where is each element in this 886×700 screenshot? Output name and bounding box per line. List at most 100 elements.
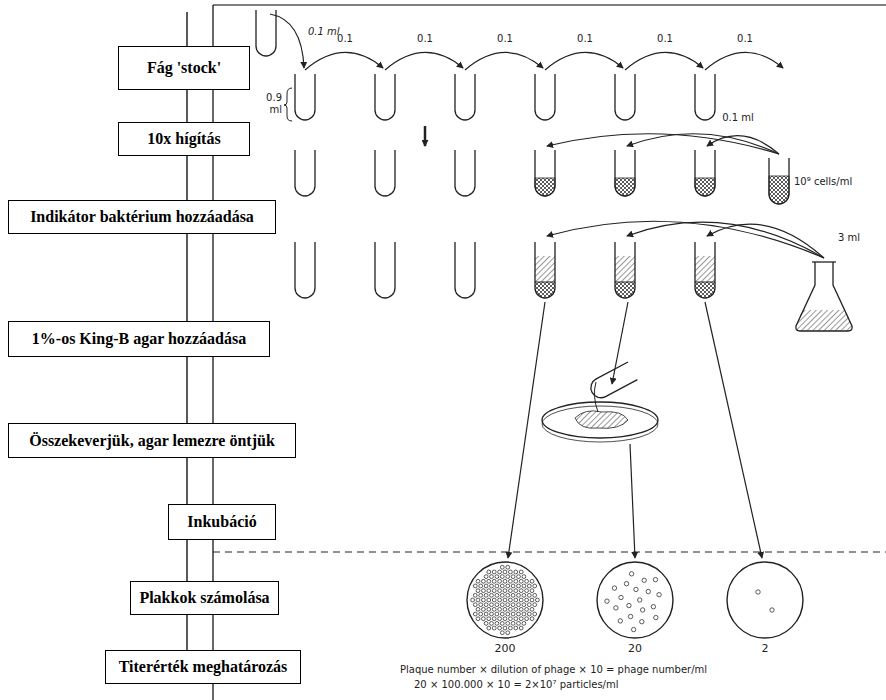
volume-label: 0.1: [737, 33, 753, 45]
volume-label: 0.1 ml: [308, 26, 340, 38]
plaque: [509, 598, 513, 602]
plaque: [490, 584, 494, 588]
plaque: [530, 607, 534, 611]
plaque: [490, 612, 494, 616]
plaque: [495, 593, 499, 597]
plaque: [503, 589, 507, 593]
flow-line: [186, 458, 187, 504]
plaque: [522, 612, 526, 616]
flow-line: [186, 156, 187, 200]
plaque: [484, 575, 488, 579]
plaque: [519, 617, 523, 621]
plaque: [479, 584, 483, 588]
plaque: [506, 631, 510, 635]
flow-line: [186, 357, 187, 423]
plaque: [514, 626, 518, 630]
plaque: [517, 584, 521, 588]
process-box: Összekeverjük, agar lemezre öntjük: [8, 423, 296, 458]
plaque: [487, 579, 491, 583]
step-text: Összekeverjük, agar lemezre öntjük: [29, 432, 275, 450]
plaque: [484, 584, 488, 588]
plaque: [484, 621, 488, 625]
plaque: [511, 593, 515, 597]
plaque: [517, 621, 521, 625]
plaque: [506, 565, 510, 569]
plaque: [495, 612, 499, 616]
plaque: [638, 598, 642, 602]
plaque: [525, 579, 529, 583]
plaque: [525, 589, 529, 593]
volume-label: 3 ml: [838, 232, 860, 244]
plaque: [500, 631, 504, 635]
plaque: [476, 589, 480, 593]
plaque-count: 2: [762, 643, 769, 656]
flow-line: [186, 90, 187, 122]
plaque: [533, 603, 537, 607]
step-text: 10x hígítás: [147, 130, 220, 148]
process-box: 1%-os King-B agar hozzáadása: [8, 321, 270, 357]
volume-label: 0.1: [657, 33, 673, 45]
plaque: [533, 593, 537, 597]
plaque-count: 20: [628, 643, 642, 656]
plaque: [498, 617, 502, 621]
plaque: [506, 603, 510, 607]
plaque: [517, 603, 521, 607]
plaque: [514, 617, 518, 621]
plaque: [503, 617, 507, 621]
plaque: [519, 579, 523, 583]
plaque: [487, 617, 491, 621]
plaque: [473, 612, 477, 616]
volume-label: 0.9 ml: [256, 92, 282, 115]
plaque: [530, 598, 534, 602]
plaque: [498, 626, 502, 630]
volume-label: 0.1: [497, 33, 513, 45]
plaque: [492, 617, 496, 621]
plaque: [503, 626, 507, 630]
plaque: [509, 570, 513, 574]
plaque: [651, 605, 655, 609]
plaque: [533, 584, 537, 588]
plaque: [498, 579, 502, 583]
plaque: [503, 598, 507, 602]
plaque: [495, 621, 499, 625]
plaque: [506, 593, 510, 597]
plaque: [517, 593, 521, 597]
plaque: [530, 617, 534, 621]
plaque: [500, 584, 504, 588]
plaque: [476, 607, 480, 611]
plaque: [492, 579, 496, 583]
plaque: [522, 575, 526, 579]
plaque: [495, 603, 499, 607]
plaque: [498, 589, 502, 593]
plaque: [653, 577, 657, 581]
plaque: [522, 584, 526, 588]
plaque: [511, 584, 515, 588]
plaque: [657, 593, 661, 597]
plaque: [519, 598, 523, 602]
plaque: [500, 621, 504, 625]
plaque: [522, 603, 526, 607]
plaque: [476, 579, 480, 583]
plaque: [498, 570, 502, 574]
plaque: [517, 612, 521, 616]
plaque: [500, 612, 504, 616]
plaque: [514, 589, 518, 593]
plaque: [490, 621, 494, 625]
plaque: [527, 603, 531, 607]
plaque: [471, 598, 475, 602]
plaque: [498, 607, 502, 611]
step-text: Indikátor baktérium hozzáadása: [30, 208, 254, 226]
volume-label: 0.1: [577, 33, 593, 45]
plaque: [484, 593, 488, 597]
plaque: [619, 595, 623, 599]
plaque: [533, 612, 537, 616]
plaque: [509, 589, 513, 593]
flow-line: [186, 234, 187, 321]
formula-text: Plaque number × dilution of phage × 10 =…: [400, 664, 707, 676]
plaque: [482, 579, 486, 583]
plaque: [479, 603, 483, 607]
plaque: [525, 617, 529, 621]
plaque: [492, 589, 496, 593]
step-text: Titerérték meghatározás: [119, 658, 288, 676]
plaque: [509, 617, 513, 621]
